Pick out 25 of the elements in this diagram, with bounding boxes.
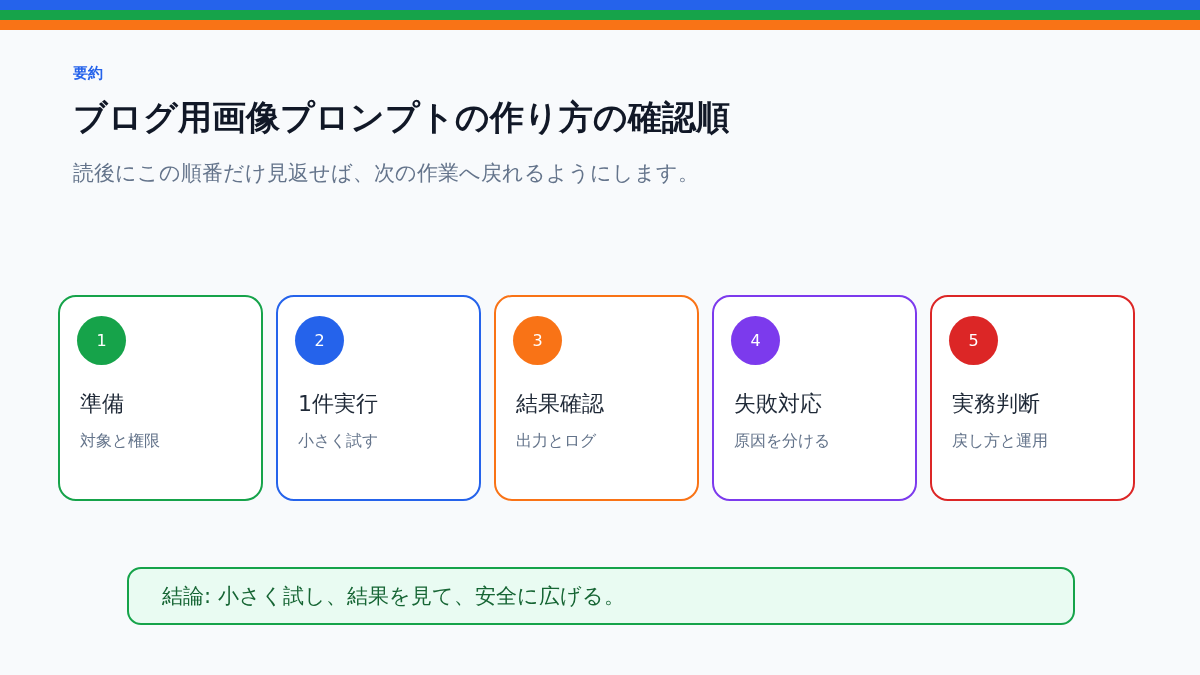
step-description: 小さく試す xyxy=(298,430,378,452)
step-card xyxy=(494,295,699,501)
step-card xyxy=(930,295,1135,501)
step-description: 戻し方と運用 xyxy=(952,430,1048,452)
step-title: 1件実行 xyxy=(298,390,378,418)
step-title: 結果確認 xyxy=(516,390,604,418)
step-card xyxy=(276,295,481,501)
step-number-circle: 3 xyxy=(513,316,562,365)
step-number-circle: 5 xyxy=(949,316,998,365)
subtitle-text: 読後にこの順番だけ見返せば、次の作業へ戻れるようにします。 xyxy=(73,160,699,187)
step-number-circle: 1 xyxy=(77,316,126,365)
step-title: 実務判断 xyxy=(952,390,1040,418)
conclusion-banner xyxy=(127,567,1075,625)
step-number-circle: 4 xyxy=(731,316,780,365)
page-title: ブログ用画像プロンプトの作り方の確認順 xyxy=(73,96,730,139)
step-card xyxy=(712,295,917,501)
step-title: 準備 xyxy=(80,390,124,418)
step-number-circle: 2 xyxy=(295,316,344,365)
step-description: 出力とログ xyxy=(516,430,596,452)
step-title: 失敗対応 xyxy=(734,390,822,418)
section-label: 要約 xyxy=(73,63,103,84)
step-description: 対象と権限 xyxy=(80,430,160,452)
conclusion-text: 結論: 小さく試し、結果を見て、安全に広げる。 xyxy=(162,583,625,610)
step-description: 原因を分ける xyxy=(734,430,830,452)
step-card xyxy=(58,295,263,501)
